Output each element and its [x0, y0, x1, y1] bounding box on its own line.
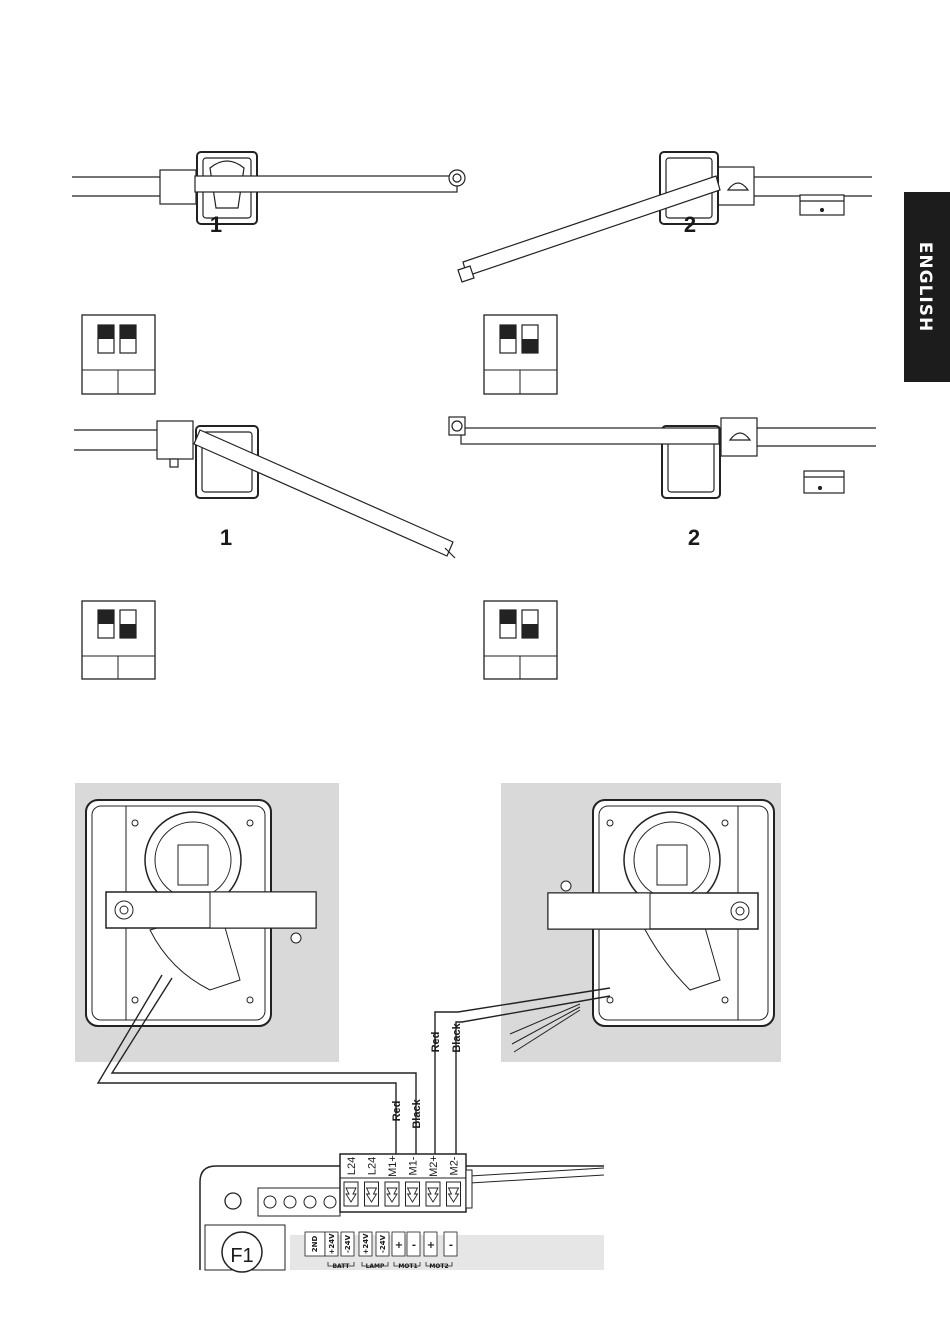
- dip-switch-top-left-2: [120, 325, 136, 339]
- dip-switch-bottom-left-1: [98, 610, 114, 624]
- scenario1-right-number: 2: [684, 212, 696, 237]
- motor1-panel: [75, 783, 339, 1062]
- scenario2-left-number: 1: [220, 525, 232, 550]
- board-label: 2ND: [311, 1236, 319, 1253]
- terminal-label: M1+: [387, 1155, 399, 1177]
- group-lamp: LAMP: [366, 1263, 385, 1270]
- dip-switch-top-left-1: [98, 325, 114, 339]
- gate-left-open: [74, 421, 455, 558]
- motor1-red-label: Red: [391, 1101, 403, 1122]
- group-mot1: MOT1: [398, 1263, 417, 1270]
- gate-left-closed: [72, 152, 465, 224]
- board-label: +: [395, 1240, 403, 1251]
- board-label: -24V: [379, 1234, 387, 1253]
- scenario2-right-number: 2: [688, 525, 700, 550]
- board-label: -24V: [344, 1234, 352, 1253]
- dip-switch-top-left: [82, 315, 155, 394]
- terminal-label: L24: [367, 1157, 379, 1175]
- gate-right-open: [458, 152, 872, 282]
- board-label: -: [449, 1240, 453, 1251]
- fuse-label: F1: [230, 1245, 253, 1267]
- board-label: +24V: [362, 1233, 370, 1255]
- terminal-label: L24: [346, 1157, 358, 1175]
- dip-switch-top-right: [484, 315, 557, 394]
- dip-switch-bottom-right-1: [500, 610, 516, 624]
- scenario1-left-number: 1: [210, 212, 222, 237]
- language-tab: ENGLISH: [904, 192, 950, 382]
- gate-right-closed: [449, 417, 876, 498]
- motor1-black-label: Black: [411, 1098, 423, 1128]
- board-label: +: [427, 1240, 435, 1251]
- group-mot2: MOT2: [429, 1263, 448, 1270]
- dip-switch-bottom-right: [484, 601, 557, 679]
- dip-switch-bottom-left-2: [120, 624, 136, 638]
- board-label: -: [412, 1240, 416, 1251]
- dip-switch-bottom-right-2: [522, 624, 538, 638]
- group-batt: BATT: [332, 1263, 350, 1270]
- terminal-label: M1-: [408, 1156, 420, 1175]
- dip-switch-top-right-1: [500, 325, 516, 339]
- dip-switch-top-right-2: [522, 339, 538, 353]
- motor2-panel: [501, 783, 781, 1062]
- board-label: +24V: [328, 1233, 336, 1255]
- terminal-label: M2-: [449, 1156, 461, 1175]
- language-tab-label: ENGLISH: [915, 242, 935, 332]
- dip-switch-bottom-left: [82, 601, 155, 679]
- terminal-label: M2+: [428, 1155, 440, 1177]
- motor2-black-label: Black: [451, 1022, 463, 1052]
- motor2-red-label: Red: [430, 1032, 442, 1053]
